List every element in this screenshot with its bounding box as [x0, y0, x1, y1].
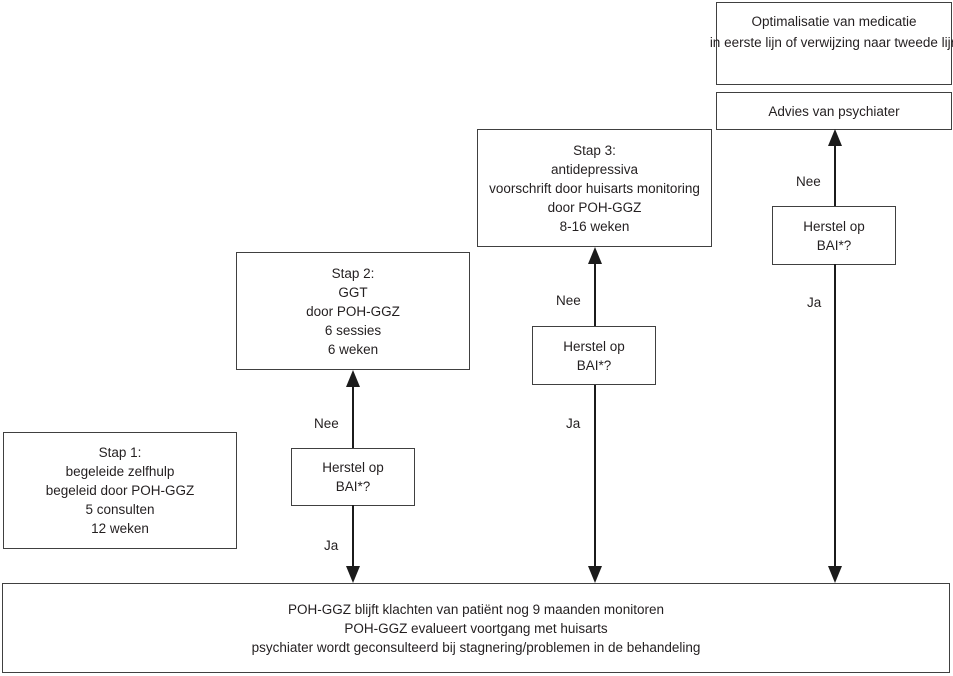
text-line: door POH-GGZ: [306, 303, 400, 319]
arrowhead-up-icon: [828, 129, 842, 146]
text-line: 8-16 weken: [559, 218, 630, 234]
text-line: Optimalisatie van medicatie: [751, 14, 917, 29]
text-line: BAI*?: [576, 357, 612, 373]
arrowhead-down-icon: [828, 566, 842, 583]
text-line: Stap 3:: [573, 142, 616, 158]
arrow-line: [594, 261, 596, 326]
box-advies-psychiater: Advies van psychiater: [716, 92, 952, 130]
text-line: GGT: [338, 284, 368, 300]
text-line: 5 consulten: [85, 502, 155, 517]
box-herstel-bai-3: Herstel op BAI*?: [772, 206, 896, 265]
text-line: begeleid door POH-GGZ: [45, 483, 195, 498]
text-line: 6 weken: [327, 341, 379, 357]
arrowhead-up-icon: [588, 247, 602, 264]
arrow-line: [834, 143, 836, 206]
box-stap-1: Stap 1: begeleide zelfhulp begeleid door…: [3, 432, 237, 549]
text-line: 12 weken: [91, 521, 149, 536]
arrow-line: [352, 505, 354, 568]
text-line: BAI*?: [335, 479, 371, 494]
edge-label-nee: Nee: [556, 293, 581, 308]
box-herstel-bai-2: Herstel op BAI*?: [532, 326, 656, 385]
edge-label-ja: Ja: [807, 295, 822, 310]
text-line: Herstel op: [563, 338, 625, 354]
edge-label-ja: Ja: [566, 416, 581, 431]
arrowhead-down-icon: [346, 566, 360, 583]
box-herstel-bai-1: Herstel op BAI*?: [291, 448, 415, 506]
text-line: Herstel op: [322, 460, 384, 475]
edge-label-nee: Nee: [796, 174, 821, 189]
edge-label-ja: Ja: [324, 538, 339, 553]
box-optimalisatie-medicatie: Optimalisatie van medicatie in eerste li…: [710, 2, 953, 85]
text-line: 6 sessies: [324, 322, 382, 338]
arrowhead-up-icon: [346, 370, 360, 387]
text-line: POH-GGZ evalueert voortgang met huisarts: [344, 620, 608, 636]
arrow-line: [352, 384, 354, 448]
box-stap-3: Stap 3: antidepressiva voorschrift door …: [477, 129, 712, 247]
text-line: Herstel op: [803, 218, 865, 234]
text-line: begeleide zelfhulp: [65, 464, 175, 479]
text-line: Stap 2:: [331, 265, 375, 281]
box-monitoring: POH-GGZ blijft klachten van patiënt nog …: [2, 583, 950, 673]
arrow-line: [594, 385, 596, 568]
edge-label-nee: Nee: [314, 416, 339, 431]
arrow-line: [834, 264, 836, 568]
text-line: POH-GGZ blijft klachten van patiënt nog …: [288, 601, 664, 617]
text-line: Advies van psychiater: [768, 103, 900, 119]
text-line: in eerste lijn of verwijzing naar tweede…: [709, 35, 953, 50]
text-line: BAI*?: [816, 237, 852, 253]
arrowhead-down-icon: [588, 566, 602, 583]
text-line: voorschrift door huisarts monitoring: [489, 180, 700, 196]
text-line: antidepressiva: [550, 161, 639, 177]
text-line: door POH-GGZ: [547, 199, 642, 215]
box-stap-2: Stap 2: GGT door POH-GGZ 6 sessies 6 wek…: [236, 252, 470, 370]
text-line: Stap 1:: [98, 445, 142, 460]
text-line: psychiater wordt geconsulteerd bij stagn…: [251, 639, 701, 655]
